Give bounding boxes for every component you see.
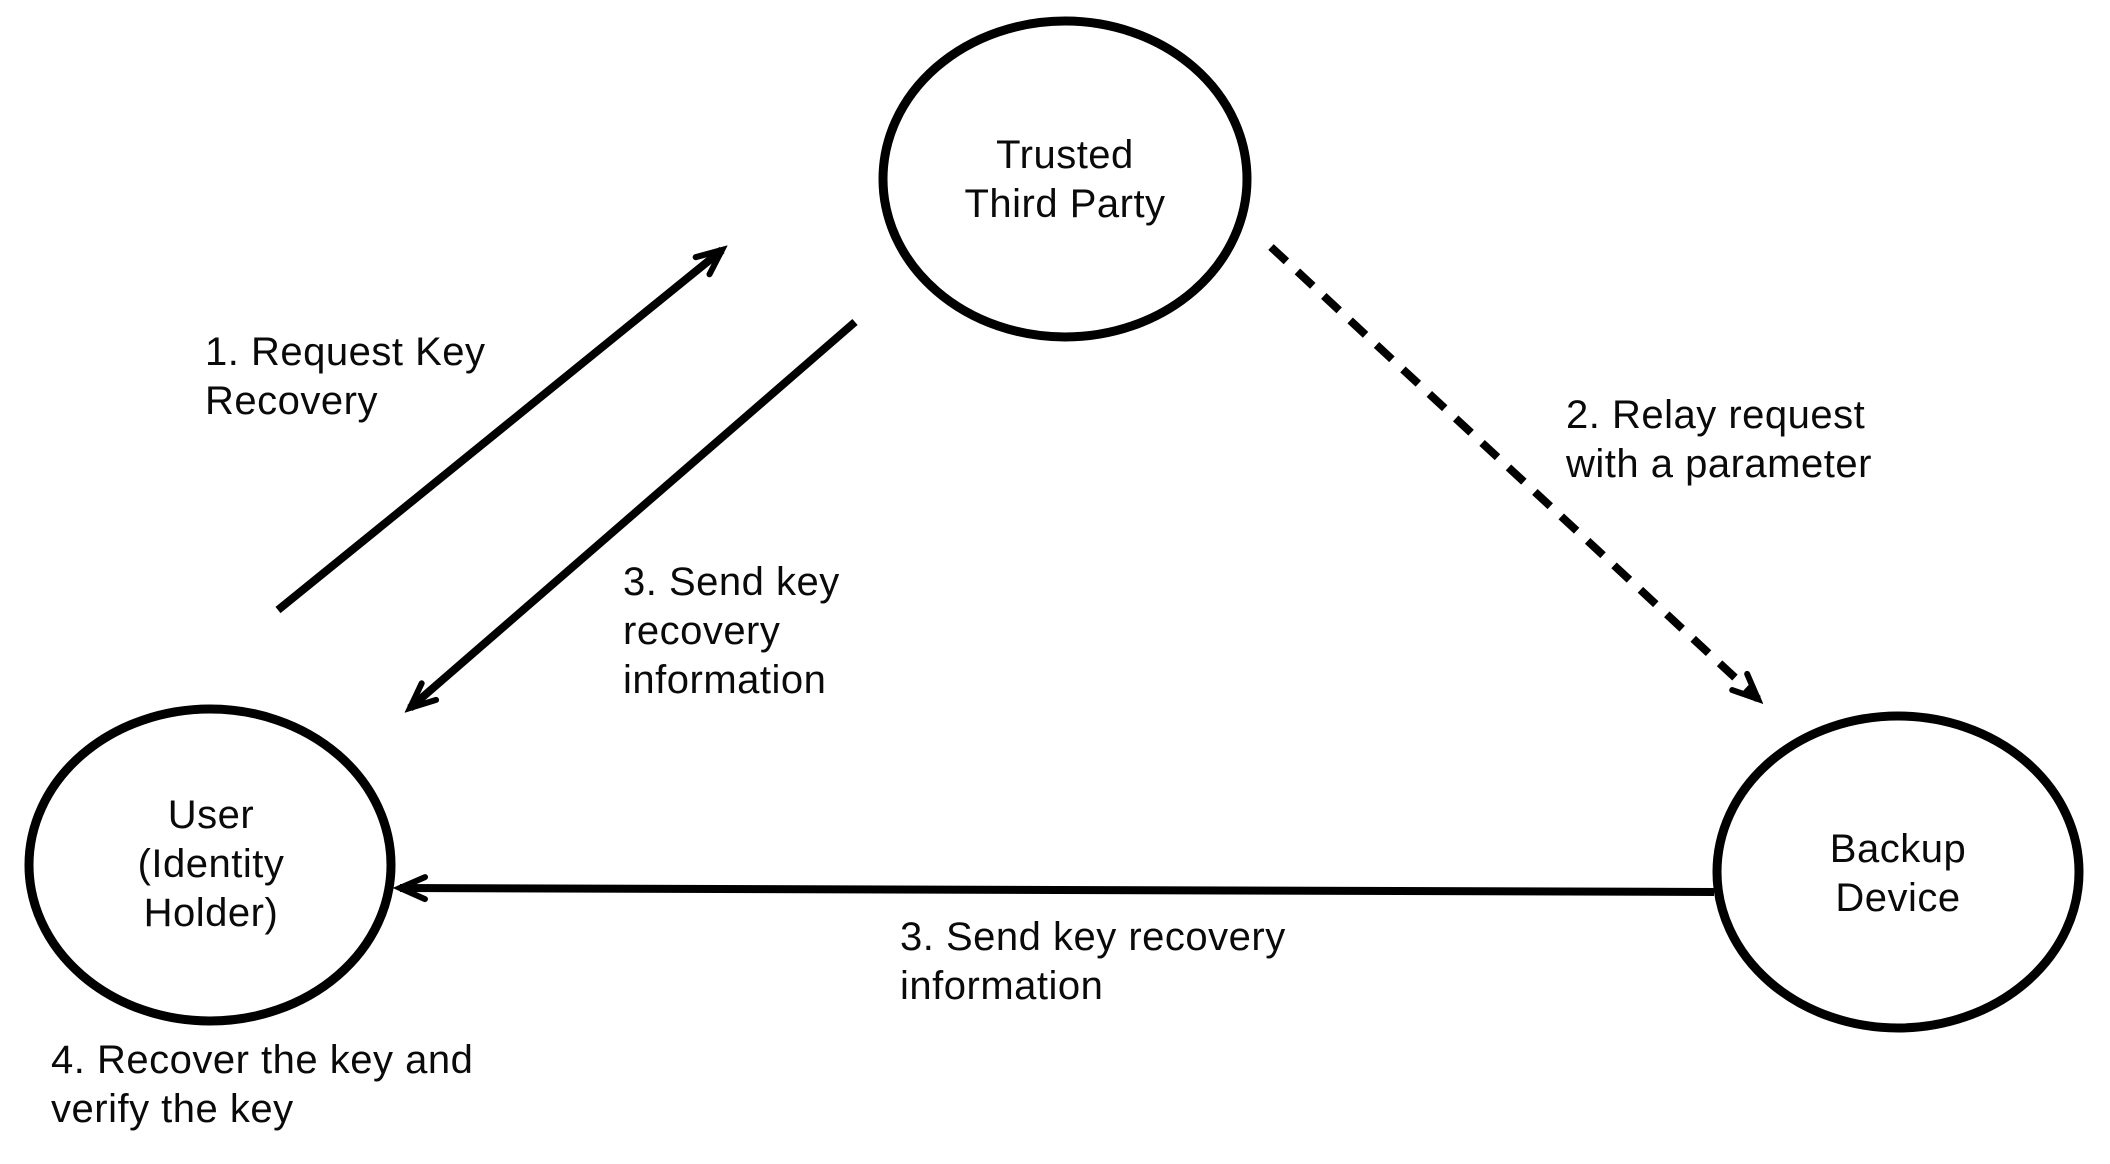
backup-device-label: Backup Device [1829,827,1967,920]
edge-label-send-key-recovery-from-ttp: 3. Send key recovery information [623,560,840,702]
trusted-third-party-label: Trusted Third Party [964,133,1166,226]
edge-label-relay-request: 2. Relay request with a parameter [1566,393,1872,486]
edge-label-send-key-recovery-from-backup: 3. Send key recovery information [900,915,1286,1008]
trusted-third-party-node [878,16,1252,342]
arrow-request-key-recovery [275,250,722,614]
arrow-relay-request-dashed [1268,244,1758,699]
backup-device-node [1712,711,2084,1033]
user-node [24,704,396,1026]
arrow-send-key-recovery-from-backup [400,888,1715,892]
annotation-recover-and-verify: 4. Recover the key and verify the key [51,1038,474,1131]
user-label: User (Identity Holder) [137,793,285,935]
arrow-send-key-recovery-from-ttp [410,318,858,708]
edge-label-request-key-recovery: 1. Request Key Recovery [205,330,486,423]
